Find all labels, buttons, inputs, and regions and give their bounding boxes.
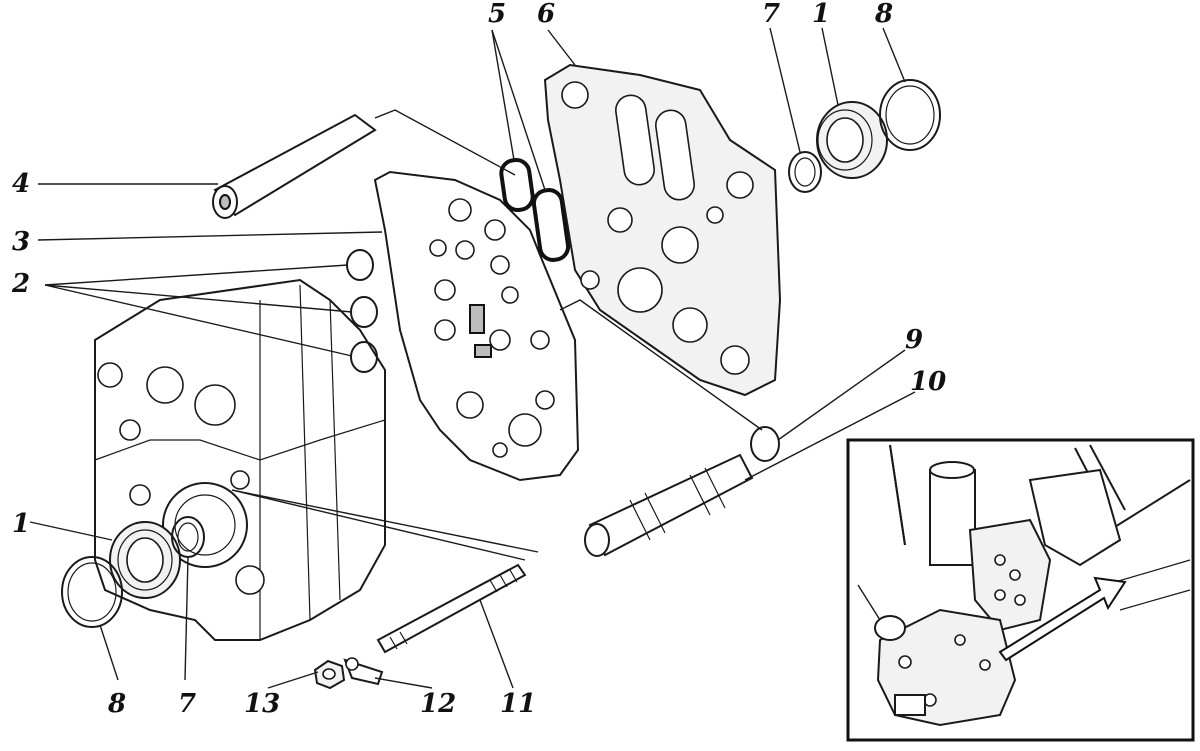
callout-8-bottom: 8 [107, 689, 126, 719]
callout-10: 10 [910, 367, 946, 397]
pin-4 [212, 113, 377, 219]
callout-3: 3 [12, 227, 30, 257]
bearing-top [816, 101, 888, 179]
plate-3 [373, 170, 580, 482]
stud-11 [376, 563, 527, 654]
callout-5: 5 [488, 0, 506, 29]
callout-13: 13 [244, 689, 280, 719]
callout-8-top: 8 [874, 0, 893, 29]
callout-2: 2 [11, 269, 30, 299]
seals-5 [499, 157, 571, 262]
location-inset [846, 438, 1195, 742]
callout-1-top: 1 [812, 0, 830, 29]
ring-8-top [879, 79, 941, 151]
callout-4: 4 [12, 169, 30, 199]
bearing-left [109, 521, 181, 599]
callout-11: 11 [500, 689, 536, 719]
cover-6 [543, 63, 782, 397]
callout-6: 6 [537, 0, 555, 29]
callout-9: 9 [905, 325, 923, 355]
nut-13 [313, 659, 346, 690]
lock-washer-12 [343, 657, 384, 686]
ring-8-left [61, 556, 123, 628]
callout-12: 12 [420, 689, 456, 719]
o-ring-9 [750, 426, 780, 462]
splined-shaft-10 [584, 453, 754, 557]
callout-1-left: 1 [12, 509, 30, 539]
callout-labels: 5 6 7 1 8 4 3 2 9 10 1 8 7 13 12 11 [11, 0, 946, 719]
ring-7-top [788, 151, 822, 193]
callout-7-bottom: 7 [178, 689, 196, 719]
leader-lines [29, 27, 916, 689]
callout-7-top: 7 [762, 0, 780, 29]
